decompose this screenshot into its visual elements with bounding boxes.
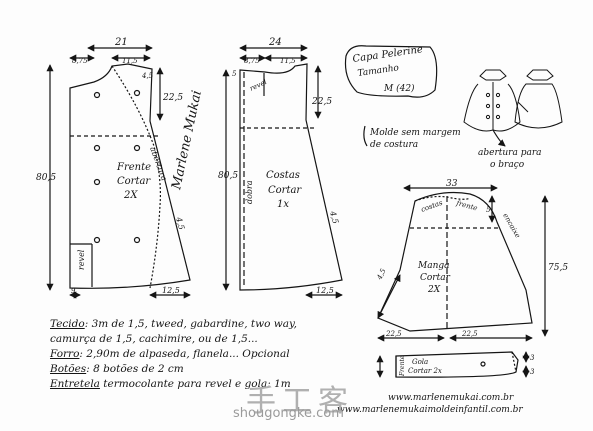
- materials-line-1: Tecido: 3m de 1,5, tweed, gabardine, two…: [50, 318, 297, 330]
- front-dim-a: 8,75: [72, 57, 88, 65]
- back-piece-qty: 1x: [277, 199, 289, 210]
- materials-text-1: : 3m de 1,5, tweed, gabardine, two way,: [84, 318, 297, 330]
- back-dim-c: 5: [232, 70, 237, 78]
- collar-piece: [376, 351, 530, 378]
- collar-dim-bottom: 3: [530, 368, 535, 376]
- materials-line-3: Forro: 2,90m de alpaseda, flanela... Opc…: [50, 348, 290, 360]
- website-secondary: www.marlenemukaimoldeinfantil.com.br: [337, 405, 523, 415]
- front-side-height: 80,5: [36, 173, 56, 183]
- sleeve-piece-cut: Cortar: [420, 273, 451, 283]
- front-upper-height: 22,5: [162, 93, 183, 103]
- title-line-2: Tamanho: [357, 63, 400, 79]
- materials-line-5: Entretela termocolante para revel e gola…: [50, 378, 291, 390]
- materials-key-4: Botões: [50, 363, 87, 375]
- sleeve-left-dim: 4,5: [375, 267, 388, 282]
- back-piece-name: Costas: [266, 170, 300, 181]
- front-piece-cut: Cortar: [117, 176, 151, 187]
- front-dim-c: 4,5: [141, 72, 154, 80]
- sleeve-encaixe-label: encaixe: [501, 212, 521, 239]
- back-width-label: 24: [268, 37, 282, 48]
- front-side-label: 4,5: [174, 215, 186, 231]
- collar-side-label: Frente: [399, 355, 406, 377]
- watermark-domain: shougongke.com: [233, 406, 344, 421]
- website-primary: www.marlenemukai.com.br: [388, 393, 514, 403]
- note-abertura: abertura para: [478, 148, 542, 158]
- back-side-height: 80,5: [218, 171, 238, 181]
- sleeve-hem-left: 22,5: [385, 330, 402, 338]
- front-piece-qty: 2X: [123, 190, 138, 201]
- title-box: [344, 45, 438, 98]
- front-hem-dim: 12,5: [162, 286, 180, 295]
- materials-text-5: termocolante para revel e gola: 1m: [99, 378, 291, 390]
- watermark-logo: 手工客: [246, 384, 354, 419]
- materials-text-3: : 2,90m de alpaseda, flanela... Opcional: [79, 348, 290, 360]
- designer-signature: Marlene Mukai: [169, 89, 205, 192]
- materials-text-2: camurça de 1,5, cachimire, ou de 1,5...: [50, 333, 258, 345]
- note-costura: de costura: [370, 140, 418, 150]
- front-width-label: 21: [114, 37, 128, 48]
- note-bracket: [363, 125, 368, 147]
- armhole-pointer: [492, 129, 506, 147]
- back-side-label: 4,5: [328, 209, 340, 225]
- note-molde: Molde sem margem: [369, 128, 461, 138]
- front-piece: [46, 44, 191, 299]
- sleeve-piece: [377, 184, 549, 342]
- materials-line-4: Botões: 8 botões de 2 cm: [50, 363, 184, 375]
- sleeve-cap-dim: 5: [486, 206, 491, 214]
- note-braco: o braço: [490, 160, 525, 170]
- sleeve-hem-right: 22,5: [461, 330, 478, 338]
- collar-piece-name: Gola: [412, 358, 428, 366]
- collar-piece-cut: Cortar 2x: [408, 367, 442, 375]
- sleeve-frente-label: frente: [455, 199, 479, 213]
- back-hem-dim: 12,5: [316, 286, 334, 295]
- back-dim-a: 8,75: [244, 57, 260, 65]
- front-edge-label: abertura: [148, 146, 169, 183]
- sleeve-piece-name: Manga: [417, 261, 450, 271]
- materials-key-3: Forro: [50, 348, 80, 360]
- materials-line-2: camurça de 1,5, cachimire, ou de 1,5...: [50, 333, 258, 345]
- sleeve-costas-label: costas: [420, 199, 444, 214]
- coat-illustration: [463, 69, 563, 132]
- back-dim-b: 11,5: [280, 57, 296, 65]
- materials-key-1: Tecido: [50, 318, 85, 330]
- sleeve-height: 75,5: [548, 263, 568, 273]
- materials-key-5: Entretela: [50, 378, 100, 390]
- collar-dim-top: 3: [530, 354, 535, 362]
- front-revel-label: revel: [77, 249, 86, 270]
- back-revel-label: revel: [248, 78, 268, 93]
- front-hem-left: 9: [71, 287, 76, 295]
- back-fold-label: dobra: [245, 180, 254, 204]
- title-line-1: Capa Pelerine: [352, 44, 424, 65]
- title-line-3: M (42): [383, 83, 415, 94]
- back-piece: [222, 44, 343, 299]
- sleeve-width-label: 33: [446, 179, 458, 189]
- back-piece-cut: Cortar: [268, 185, 302, 196]
- materials-text-4: : 8 botões de 2 cm: [86, 363, 184, 375]
- front-dim-b: 11,5: [122, 57, 138, 65]
- sleeve-piece-qty: 2X: [427, 285, 441, 295]
- back-upper-height: 22,5: [311, 97, 332, 107]
- front-piece-name: Frente: [116, 162, 151, 173]
